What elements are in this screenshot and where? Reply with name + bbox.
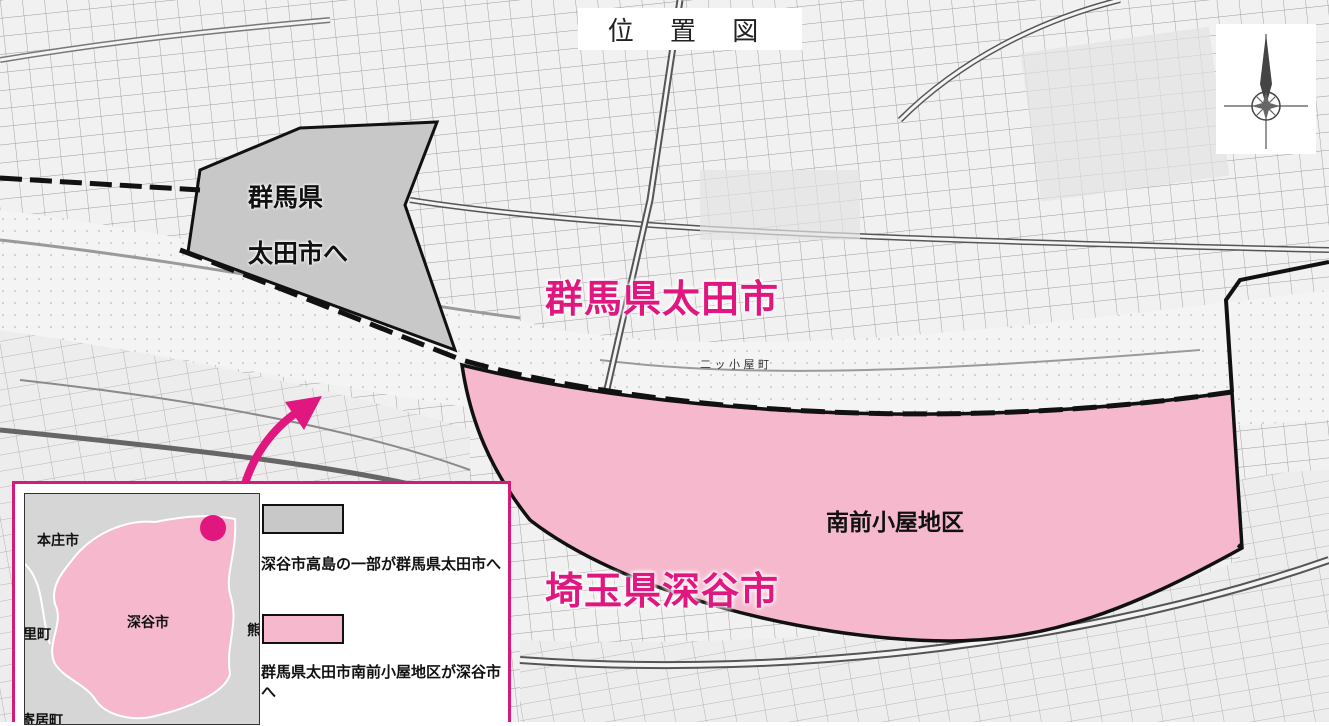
- legend-panel: 本庄市 深谷市 里町 熊 寄居町 深谷市高島の一部が群馬県太田市へ 群馬県太田市…: [12, 481, 511, 725]
- legend-text-2: 群馬県太田市南前小屋地区が深谷市へ: [261, 663, 502, 701]
- gunma-transfer-label-line2: 太田市へ: [248, 239, 349, 268]
- saitama-fukaya-label: 埼玉県深谷市: [545, 569, 780, 613]
- gunma-ota-label: 群馬県太田市: [545, 277, 780, 321]
- inset-label-bottom: 寄居町: [24, 713, 63, 725]
- river-bed: [0, 210, 1329, 435]
- minamimaegoya-label: 南前小屋地区: [826, 510, 964, 536]
- inset-map: 本庄市 深谷市 里町 熊 寄居町: [24, 493, 260, 725]
- urban-area-southeast: [520, 470, 1329, 722]
- legend-text-1: 深谷市高島の一部が群馬県太田市へ: [261, 555, 502, 573]
- inset-map-shape: [25, 506, 259, 724]
- inset-location-marker: [200, 515, 226, 541]
- inset-label-fukaya: 深谷市: [127, 615, 169, 631]
- map-text-futatsu: 二 ッ 小 屋 町: [700, 358, 769, 371]
- compass-rose-icon: [1216, 24, 1316, 154]
- old-boundary-line: [179, 247, 1233, 417]
- map-title: 位 置 図: [578, 8, 802, 50]
- inset-label-right: 熊: [247, 623, 260, 639]
- inset-label-left: 里町: [24, 627, 51, 643]
- gunma-transfer-label-line1: 群馬県: [248, 183, 324, 212]
- legend-swatch-pink: [262, 614, 344, 644]
- inset-label-honjo: 本庄市: [37, 533, 79, 549]
- gunma-transfer-label: 群馬県 太田市へ: [248, 170, 348, 282]
- legend-swatch-grey: [262, 504, 344, 534]
